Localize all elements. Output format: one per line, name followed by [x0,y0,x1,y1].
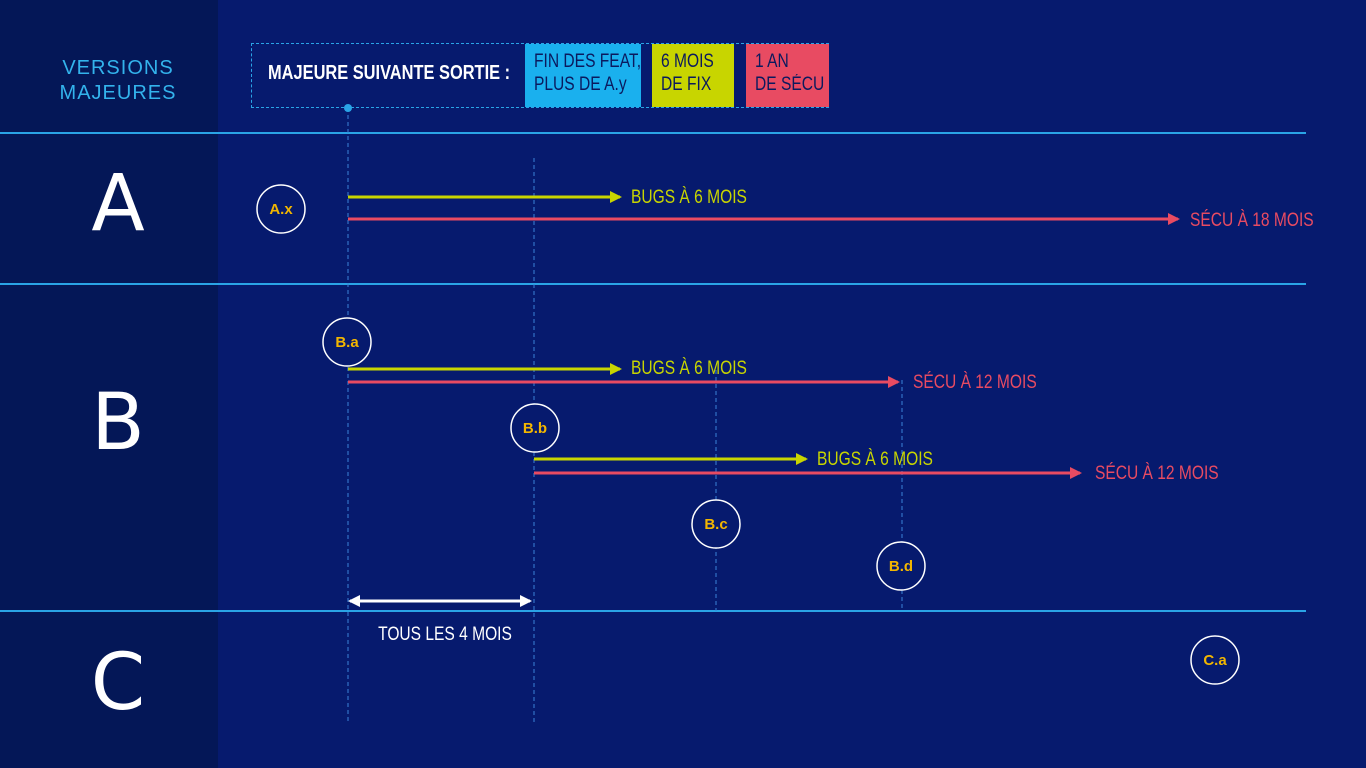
version-node-b-b: B.b [510,403,560,453]
version-node-b-c: B.c [691,499,741,549]
legend-item-line1: 1 AN [755,51,789,72]
legend-item-security-period: 1 AN DE SÉCU [746,44,829,107]
legend-item-line2: DE FIX [661,74,712,95]
version-node-c-a: C.a [1190,635,1240,685]
version-node-label: B.b [523,420,547,437]
sidebar [0,0,218,768]
version-node-label: A.x [269,201,293,218]
version-node-a-x: A.x [256,184,306,234]
section-label-c: C [90,638,146,728]
main-area [218,0,1366,768]
version-node-b-d: B.d [876,541,926,591]
version-node-b-a: B.a [322,317,372,367]
version-node-label: B.a [335,334,359,351]
version-node-label: B.c [704,516,727,533]
sidebar-title-line1: VERSIONS [62,57,174,79]
section-label-b: B [91,378,145,468]
sidebar-title: VERSIONS MAJEURES [0,56,236,106]
section-label-a: A [91,159,145,249]
interval-label: TOUS LES 4 MOIS [378,623,512,645]
guide-anchor-dot [344,104,352,112]
arrow-bb-bugs-label: BUGS À 6 MOIS [817,448,933,470]
legend-item-end-of-features: FIN DES FEAT, PLUS DE A.y [525,44,641,107]
version-node-label: B.d [889,558,913,575]
legend-item-line1: 6 MOIS [661,51,714,72]
arrow-ba-secu-label: SÉCU À 12 MOIS [913,371,1037,393]
sidebar-title-line2: MAJEURES [59,82,177,104]
arrow-ba-bugs-label: BUGS À 6 MOIS [631,357,747,379]
legend-item-line1: FIN DES FEAT, [534,51,642,72]
legend-label: MAJEURE SUIVANTE SORTIE : [268,62,511,84]
version-node-label: C.a [1203,652,1227,669]
legend-item-fix-period: 6 MOIS DE FIX [652,44,734,107]
arrow-a-secu-label: SÉCU À 18 MOIS [1190,209,1314,231]
arrow-bb-secu-label: SÉCU À 12 MOIS [1095,462,1219,484]
legend-item-line2: DE SÉCU [755,74,825,95]
legend-item-line2: PLUS DE A.y [534,74,627,95]
arrow-a-bugs-label: BUGS À 6 MOIS [631,186,747,208]
